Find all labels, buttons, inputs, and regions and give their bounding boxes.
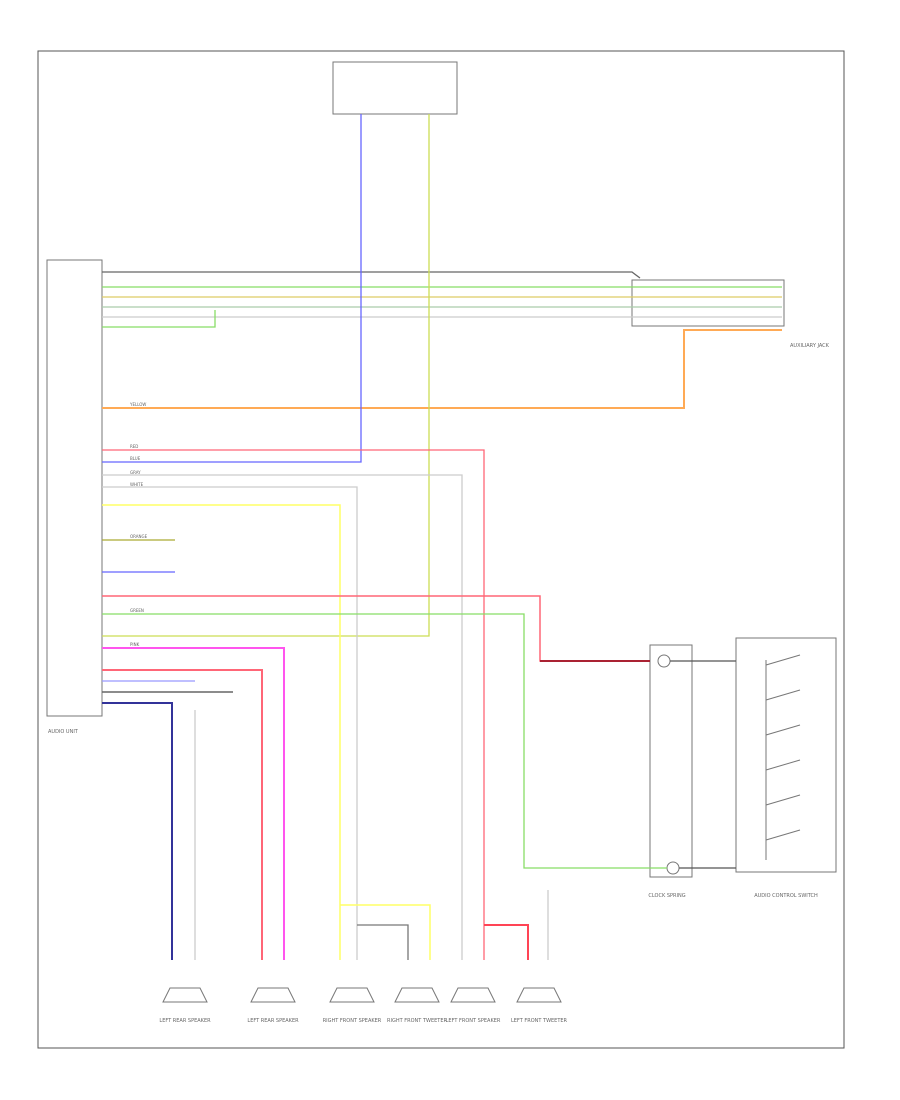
clock-spring-box xyxy=(649,644,693,878)
wire-lightgray-2 xyxy=(102,486,358,960)
speaker-label-left-front-tweeter: LEFT FRONT TWEETER xyxy=(511,1018,568,1024)
wire-yellowgreen-top xyxy=(102,114,430,637)
wire-label-white: WHITE xyxy=(130,482,144,487)
wire-red-front xyxy=(102,449,485,960)
audio-control-switch-contacts xyxy=(765,654,801,860)
speaker-label-right-front: RIGHT FRONT SPEAKER xyxy=(323,1018,382,1024)
speaker-left-front-tweeter xyxy=(516,987,562,1003)
speaker-label-right-front-tweeter: RIGHT FRONT TWEETER xyxy=(387,1018,447,1024)
speaker-right-front xyxy=(329,987,375,1003)
wire-label-yellow: YELLOW xyxy=(129,402,146,407)
wire-pink xyxy=(102,647,285,960)
speaker-label-left-rear: LEFT REAR SPEAKER xyxy=(159,1018,211,1024)
wire-red-tweeter xyxy=(484,924,529,960)
aux-jack-label: AUXILIARY JACK xyxy=(790,343,830,349)
wire-yellow xyxy=(102,504,341,960)
wire-green-3 xyxy=(102,310,216,328)
wire-label-orange: ORANGE xyxy=(130,534,148,539)
wires xyxy=(102,114,782,960)
speaker-left-rear xyxy=(162,987,208,1003)
wire-label-gray: GRAY xyxy=(130,470,141,475)
wire-yellow-branch xyxy=(340,904,431,960)
wire-orange xyxy=(102,329,782,409)
wire-red-clock-spring xyxy=(102,595,650,662)
speaker-label-left-front: LEFT FRONT SPEAKER xyxy=(446,1018,501,1024)
audio-control-switch-label: AUDIO CONTROL SWITCH xyxy=(754,893,818,899)
speakers xyxy=(162,987,562,1003)
speaker-right-front-tweeter xyxy=(394,987,440,1003)
wire-label-blue: BLUE xyxy=(130,456,141,461)
aux-jack-box xyxy=(631,279,785,327)
wire-lightgray-1 xyxy=(102,474,463,960)
speaker-left-front xyxy=(450,987,496,1003)
wire-green-clock-spring xyxy=(102,613,667,869)
speaker-left-rear-b xyxy=(250,987,296,1003)
wire-blue-top xyxy=(102,114,362,463)
diagram-frame xyxy=(37,50,845,1049)
wire-gray-front xyxy=(357,924,409,960)
wire-red-rear xyxy=(102,669,263,960)
wire-label-red: RED xyxy=(130,444,138,449)
clock-spring-terminal-upper xyxy=(657,654,671,668)
wire-label-green: GREEN xyxy=(130,608,144,613)
wire-gray-top xyxy=(102,271,641,279)
audio-unit-label: AUDIO UNIT xyxy=(48,729,79,735)
wire-navy-rear xyxy=(102,702,173,960)
wire-label-pink: PINK xyxy=(130,642,140,647)
top-connector-box xyxy=(332,61,458,115)
clock-spring-terminal-lower xyxy=(666,861,680,875)
clock-spring-label: CLOCK SPRING xyxy=(648,893,685,899)
audio-unit-block xyxy=(46,259,103,717)
audio-control-switch-box xyxy=(735,637,837,873)
speaker-label-left-rear-b: LEFT REAR SPEAKER xyxy=(247,1018,299,1024)
